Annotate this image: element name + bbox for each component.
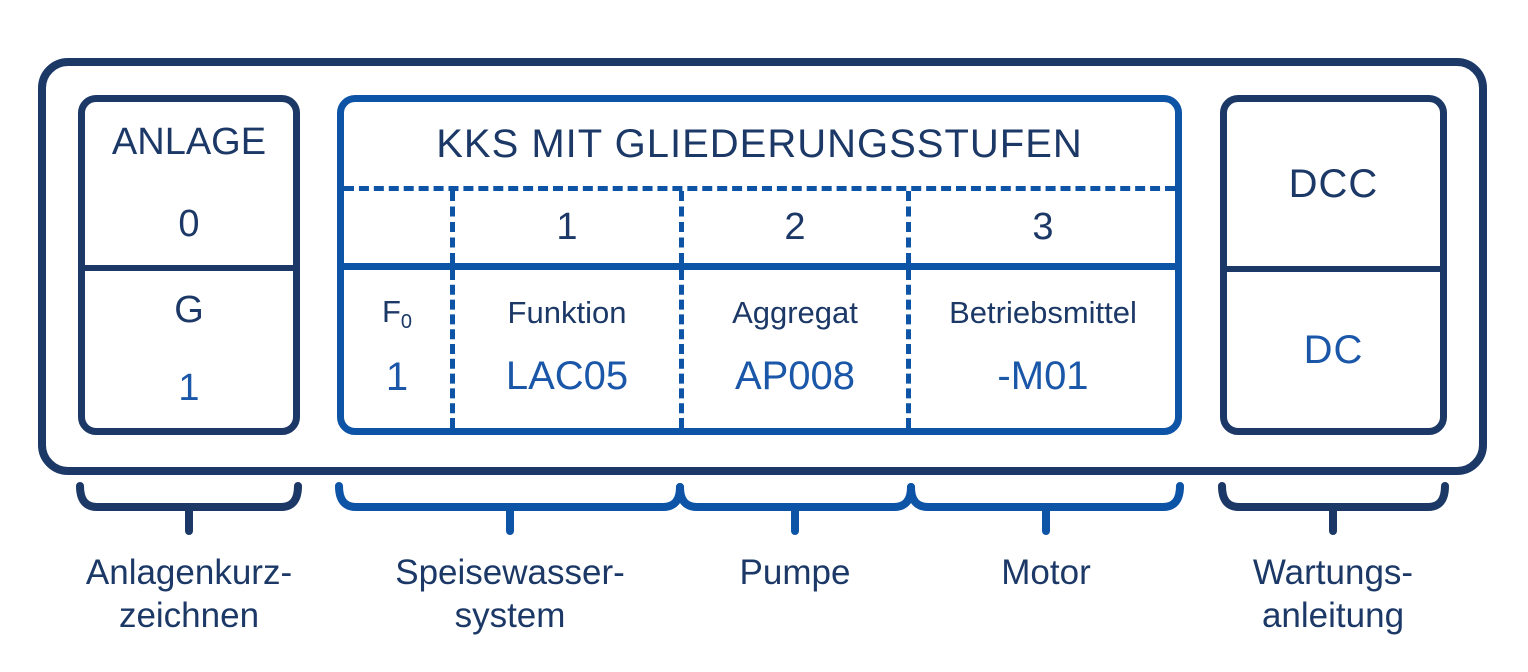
label-feedwater-system: Speisewasser- system: [395, 551, 625, 637]
f-letter: F: [381, 294, 401, 330]
plant-code-letter: G: [174, 288, 204, 331]
column-label-f0: F0: [382, 294, 412, 334]
dc-value: DC: [1303, 327, 1364, 372]
column-value-f0: 1: [385, 354, 409, 399]
f-subscript: 0: [400, 311, 413, 334]
dcc-box-bottom-cell: DC: [1227, 272, 1440, 428]
level-number: 3: [1032, 205, 1054, 248]
kks-title: KKS MIT GLIEDERUNGSSTUFEN: [436, 121, 1083, 166]
column-label-aggregat: Aggregat: [732, 295, 858, 331]
column-value-betriebsmittel: -M01: [997, 353, 1089, 398]
brace-plant-code: [76, 482, 302, 535]
label-line: zeichnen: [118, 596, 260, 635]
label-line: Pumpe: [739, 553, 851, 592]
plant-box-divider: [85, 265, 293, 271]
dcc-box-divider: [1227, 266, 1440, 272]
plant-box: ANLAGE 0 G 1: [78, 95, 300, 435]
level-cell-f0: [344, 191, 455, 263]
label-line: Wartungs-: [1252, 553, 1414, 592]
kks-box: KKS MIT GLIEDERUNGSSTUFEN 1 2 3 F0 1 F: [337, 95, 1182, 435]
kks-dashed-divider: [344, 186, 1175, 191]
kks-solid-divider: [344, 263, 1175, 270]
level-cell-1: 1: [455, 191, 684, 263]
level-cell-2: 2: [684, 191, 911, 263]
label-line: Anlagenkurz-: [85, 553, 293, 592]
plant-box-top-cell: ANLAGE 0: [85, 102, 293, 265]
label-plant-code: Anlagenkurz- zeichnen: [86, 551, 292, 637]
dcc-box-top-cell: DCC: [1227, 102, 1440, 266]
column-value-funktion: LAC05: [505, 353, 629, 398]
level-cell-3: 3: [911, 191, 1175, 263]
column-betriebsmittel: Betriebsmittel -M01: [911, 270, 1175, 428]
brace-maintenance-manual: [1218, 482, 1449, 535]
label-line: Speisewasser-: [395, 553, 625, 592]
dcc-box: DCC DC: [1220, 95, 1447, 435]
column-aggregat: Aggregat AP008: [684, 270, 911, 428]
column-label-betriebsmittel: Betriebsmittel: [949, 295, 1137, 331]
kks-value-row: F0 1 Funktion LAC05 Aggregat AP008 Betri…: [344, 270, 1175, 428]
column-funktion: Funktion LAC05: [455, 270, 684, 428]
label-line: system: [454, 596, 566, 635]
brace-feedwater-system: [335, 482, 684, 535]
label-maintenance-manual: Wartungs- anleitung: [1253, 551, 1413, 637]
label-pump: Pumpe: [740, 551, 851, 594]
dcc-label: DCC: [1288, 161, 1379, 206]
plant-code-value: 1: [178, 367, 200, 410]
level-number: 2: [784, 205, 806, 248]
label-line: anleitung: [1261, 596, 1405, 635]
identifier-outer-frame: [38, 58, 1487, 475]
brace-pump: [676, 483, 915, 535]
column-label-funktion: Funktion: [507, 295, 627, 331]
level-number: 1: [556, 205, 578, 248]
plant-box-bottom-cell: G 1: [85, 271, 293, 428]
plant-title: ANLAGE: [111, 121, 267, 164]
brace-motor: [907, 482, 1184, 535]
plant-level-number: 0: [178, 202, 200, 245]
kks-level-row: 1 2 3: [344, 191, 1175, 263]
column-value-aggregat: AP008: [734, 353, 856, 398]
column-f0: F0 1: [344, 270, 455, 428]
label-motor: Motor: [1001, 551, 1090, 594]
label-line: Motor: [1001, 553, 1091, 592]
